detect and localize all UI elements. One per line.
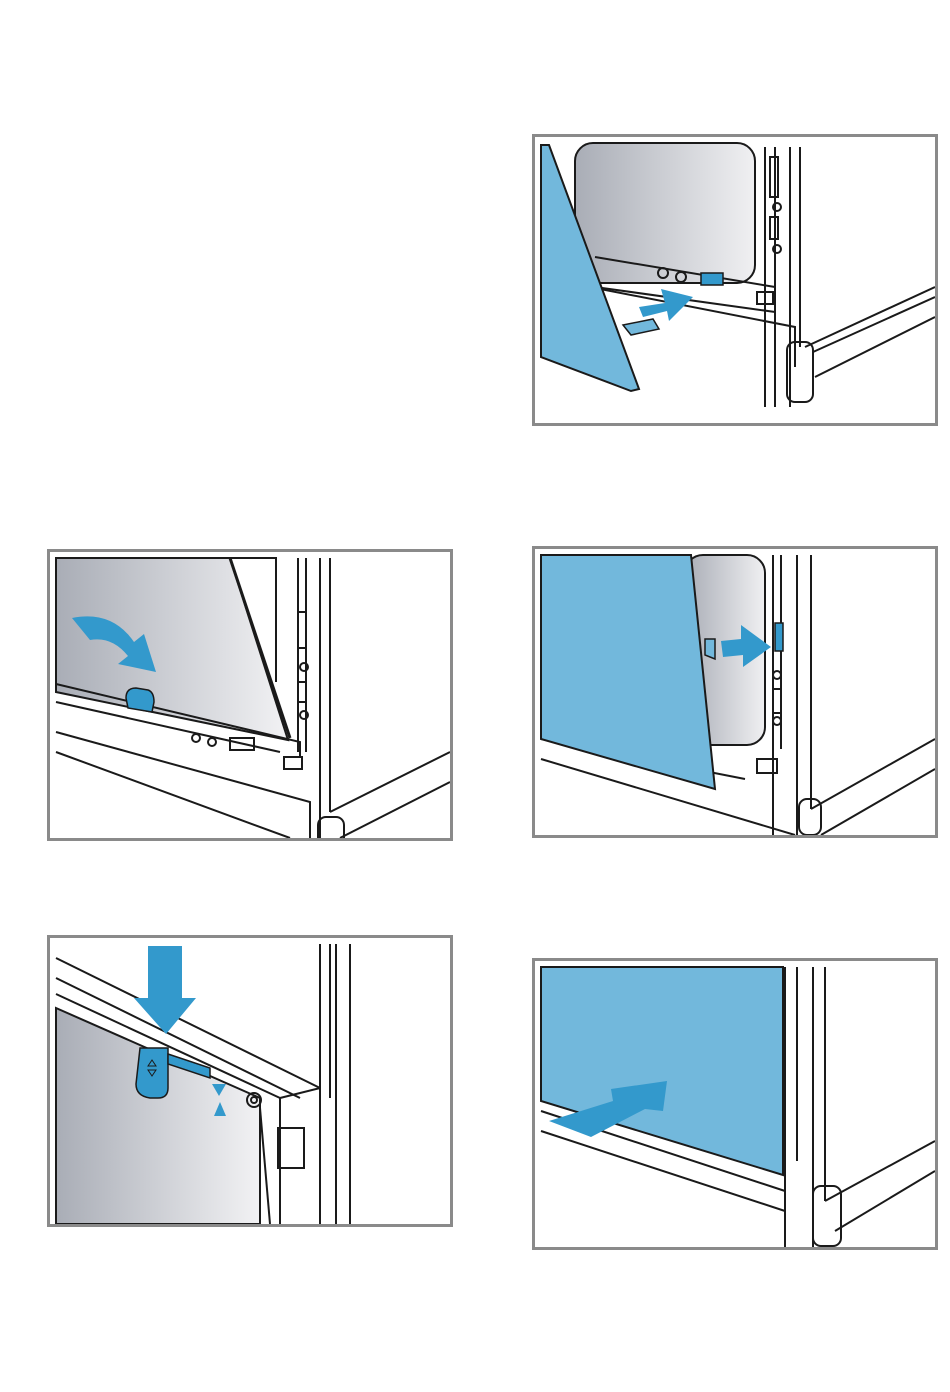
- step-1-drawing: [535, 137, 935, 423]
- slot-highlight: [701, 273, 723, 285]
- step-3-drawing: [535, 549, 935, 835]
- door-panel: [541, 555, 715, 789]
- illustration-step-4: [47, 935, 453, 1227]
- step-5-drawing: [535, 961, 935, 1247]
- step-4-drawing: [50, 938, 450, 1224]
- step-2-drawing: [50, 552, 450, 838]
- illustration-step-5: [532, 958, 938, 1250]
- illustration-step-1: [532, 134, 938, 426]
- slot-highlight: [775, 623, 783, 651]
- illustration-step-2: [47, 549, 453, 841]
- clip-tab: [126, 688, 154, 712]
- door-hook: [623, 319, 659, 335]
- inner-glass: [56, 558, 288, 740]
- illustration-step-3: [532, 546, 938, 838]
- door-hook: [705, 639, 715, 659]
